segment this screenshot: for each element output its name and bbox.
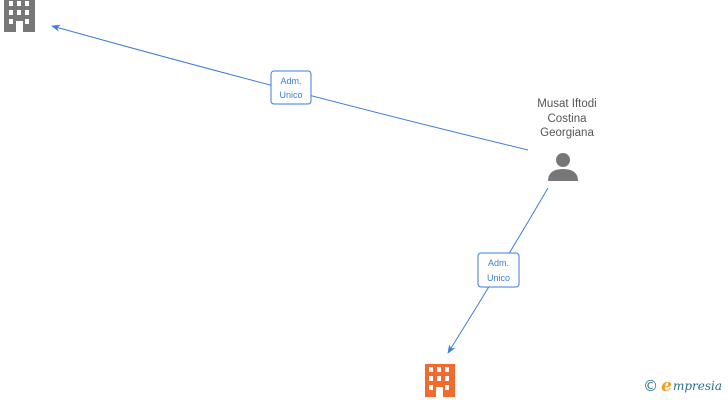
empresia-watermark: © e mpresia (643, 376, 722, 396)
edge-label-top-line2: Unico (279, 90, 302, 100)
edge-label-top[interactable]: Adm. Unico (270, 70, 312, 105)
edge-label-top-line1: Adm. (280, 76, 301, 86)
edge-label-bottom-line1: Adm. (488, 258, 509, 268)
person-icon[interactable] (548, 153, 578, 181)
person-name-line: Costina (547, 112, 587, 125)
building-icon[interactable] (4, 0, 35, 32)
person-name-line: Musat Iftodi (537, 98, 597, 110)
building-icon[interactable] (425, 364, 455, 397)
brand-logo-text: mpresia (672, 379, 722, 393)
person-name-line: Georgiana (540, 127, 594, 139)
copyright-icon: © (643, 377, 659, 395)
brand-logo-initial: e (661, 376, 672, 396)
person-name-label[interactable]: Musat Iftodi Costina Georgiana (508, 97, 626, 141)
edge-label-bottom[interactable]: Adm. Unico (477, 252, 520, 288)
edge-label-bottom-line2: Unico (487, 273, 510, 283)
